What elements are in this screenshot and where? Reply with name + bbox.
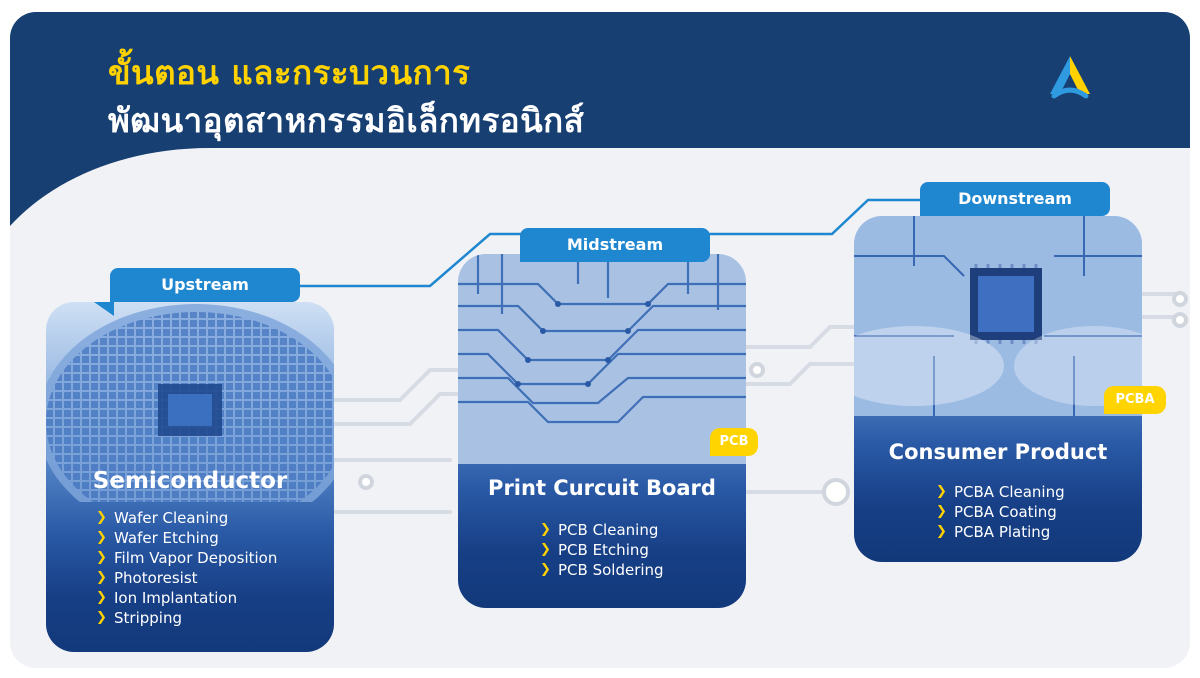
list-item: ❯Stripping (96, 609, 182, 627)
tab-downstream: Downstream (920, 182, 1110, 216)
chevron-right-icon: ❯ (540, 522, 551, 537)
chevron-right-icon: ❯ (936, 524, 947, 539)
silicon-wafer-art (46, 304, 334, 502)
list-item: ❯PCB Etching (540, 541, 649, 559)
a-triangle-logo-icon (1050, 56, 1090, 99)
process-list: ❯Wafer Cleaning ❯Wafer Etching ❯Film Vap… (96, 508, 277, 628)
stage-card-upstream: Semiconductor ❯Wafer Cleaning ❯Wafer Etc… (46, 302, 334, 652)
stage-title: Consumer Product (888, 440, 1108, 464)
process-list: ❯PCB Cleaning ❯PCB Etching ❯PCB Solderin… (540, 520, 664, 580)
pcb-badge: PCB (710, 428, 758, 456)
page-title-line-1: ขั้นตอน และกระบวนการ (108, 53, 471, 92)
stage-title: Print Curcuit Board (488, 476, 716, 500)
chevron-right-icon: ❯ (96, 550, 107, 565)
tab-upstream: Upstream (110, 268, 300, 302)
tab-midstream: Midstream (520, 228, 710, 262)
list-item: ❯Wafer Cleaning (96, 509, 229, 527)
list-item: ❯PCBA Plating (936, 523, 1051, 541)
chevron-right-icon: ❯ (96, 590, 107, 605)
list-item: ❯PCB Cleaning (540, 521, 659, 539)
chevron-right-icon: ❯ (540, 542, 551, 557)
chevron-right-icon: ❯ (96, 530, 107, 545)
chevron-right-icon: ❯ (540, 562, 551, 577)
microchip-cloud-art (854, 216, 1142, 416)
list-item: ❯PCB Soldering (540, 561, 664, 579)
list-item: ❯Photoresist (96, 569, 198, 587)
list-item: ❯Film Vapor Deposition (96, 549, 278, 567)
stage-card-midstream: Print Curcuit Board ❯PCB Cleaning ❯PCB E… (458, 254, 746, 608)
list-item: ❯Ion Implantation (96, 589, 238, 607)
process-list: ❯PCBA Cleaning ❯PCBA Coating ❯PCBA Plati… (936, 482, 1065, 542)
chevron-right-icon: ❯ (936, 484, 947, 499)
page-title-line-2: พัฒนาอุตสาหกรรมอิเล็กทรอนิกส์ (108, 101, 585, 140)
infographic-frame: ขั้นตอน และกระบวนการ พัฒนาอุตสาหกรรมอิเล… (10, 12, 1190, 668)
circuit-lines-background (298, 198, 1188, 514)
chevron-right-icon: ❯ (96, 570, 107, 585)
header-wave-background (10, 12, 1190, 226)
pcba-badge: PCBA (1104, 386, 1166, 414)
tab-tail (94, 302, 114, 316)
chevron-right-icon: ❯ (96, 510, 107, 525)
list-item: ❯PCBA Cleaning (936, 483, 1065, 501)
circuit-board-art (458, 254, 746, 464)
chevron-right-icon: ❯ (936, 504, 947, 519)
list-item: ❯PCBA Coating (936, 503, 1057, 521)
list-item: ❯Wafer Etching (96, 529, 219, 547)
stage-title: Semiconductor (92, 468, 288, 494)
stage-card-downstream: Consumer Product ❯PCBA Cleaning ❯PCBA Co… (854, 216, 1142, 562)
chevron-right-icon: ❯ (96, 610, 107, 625)
